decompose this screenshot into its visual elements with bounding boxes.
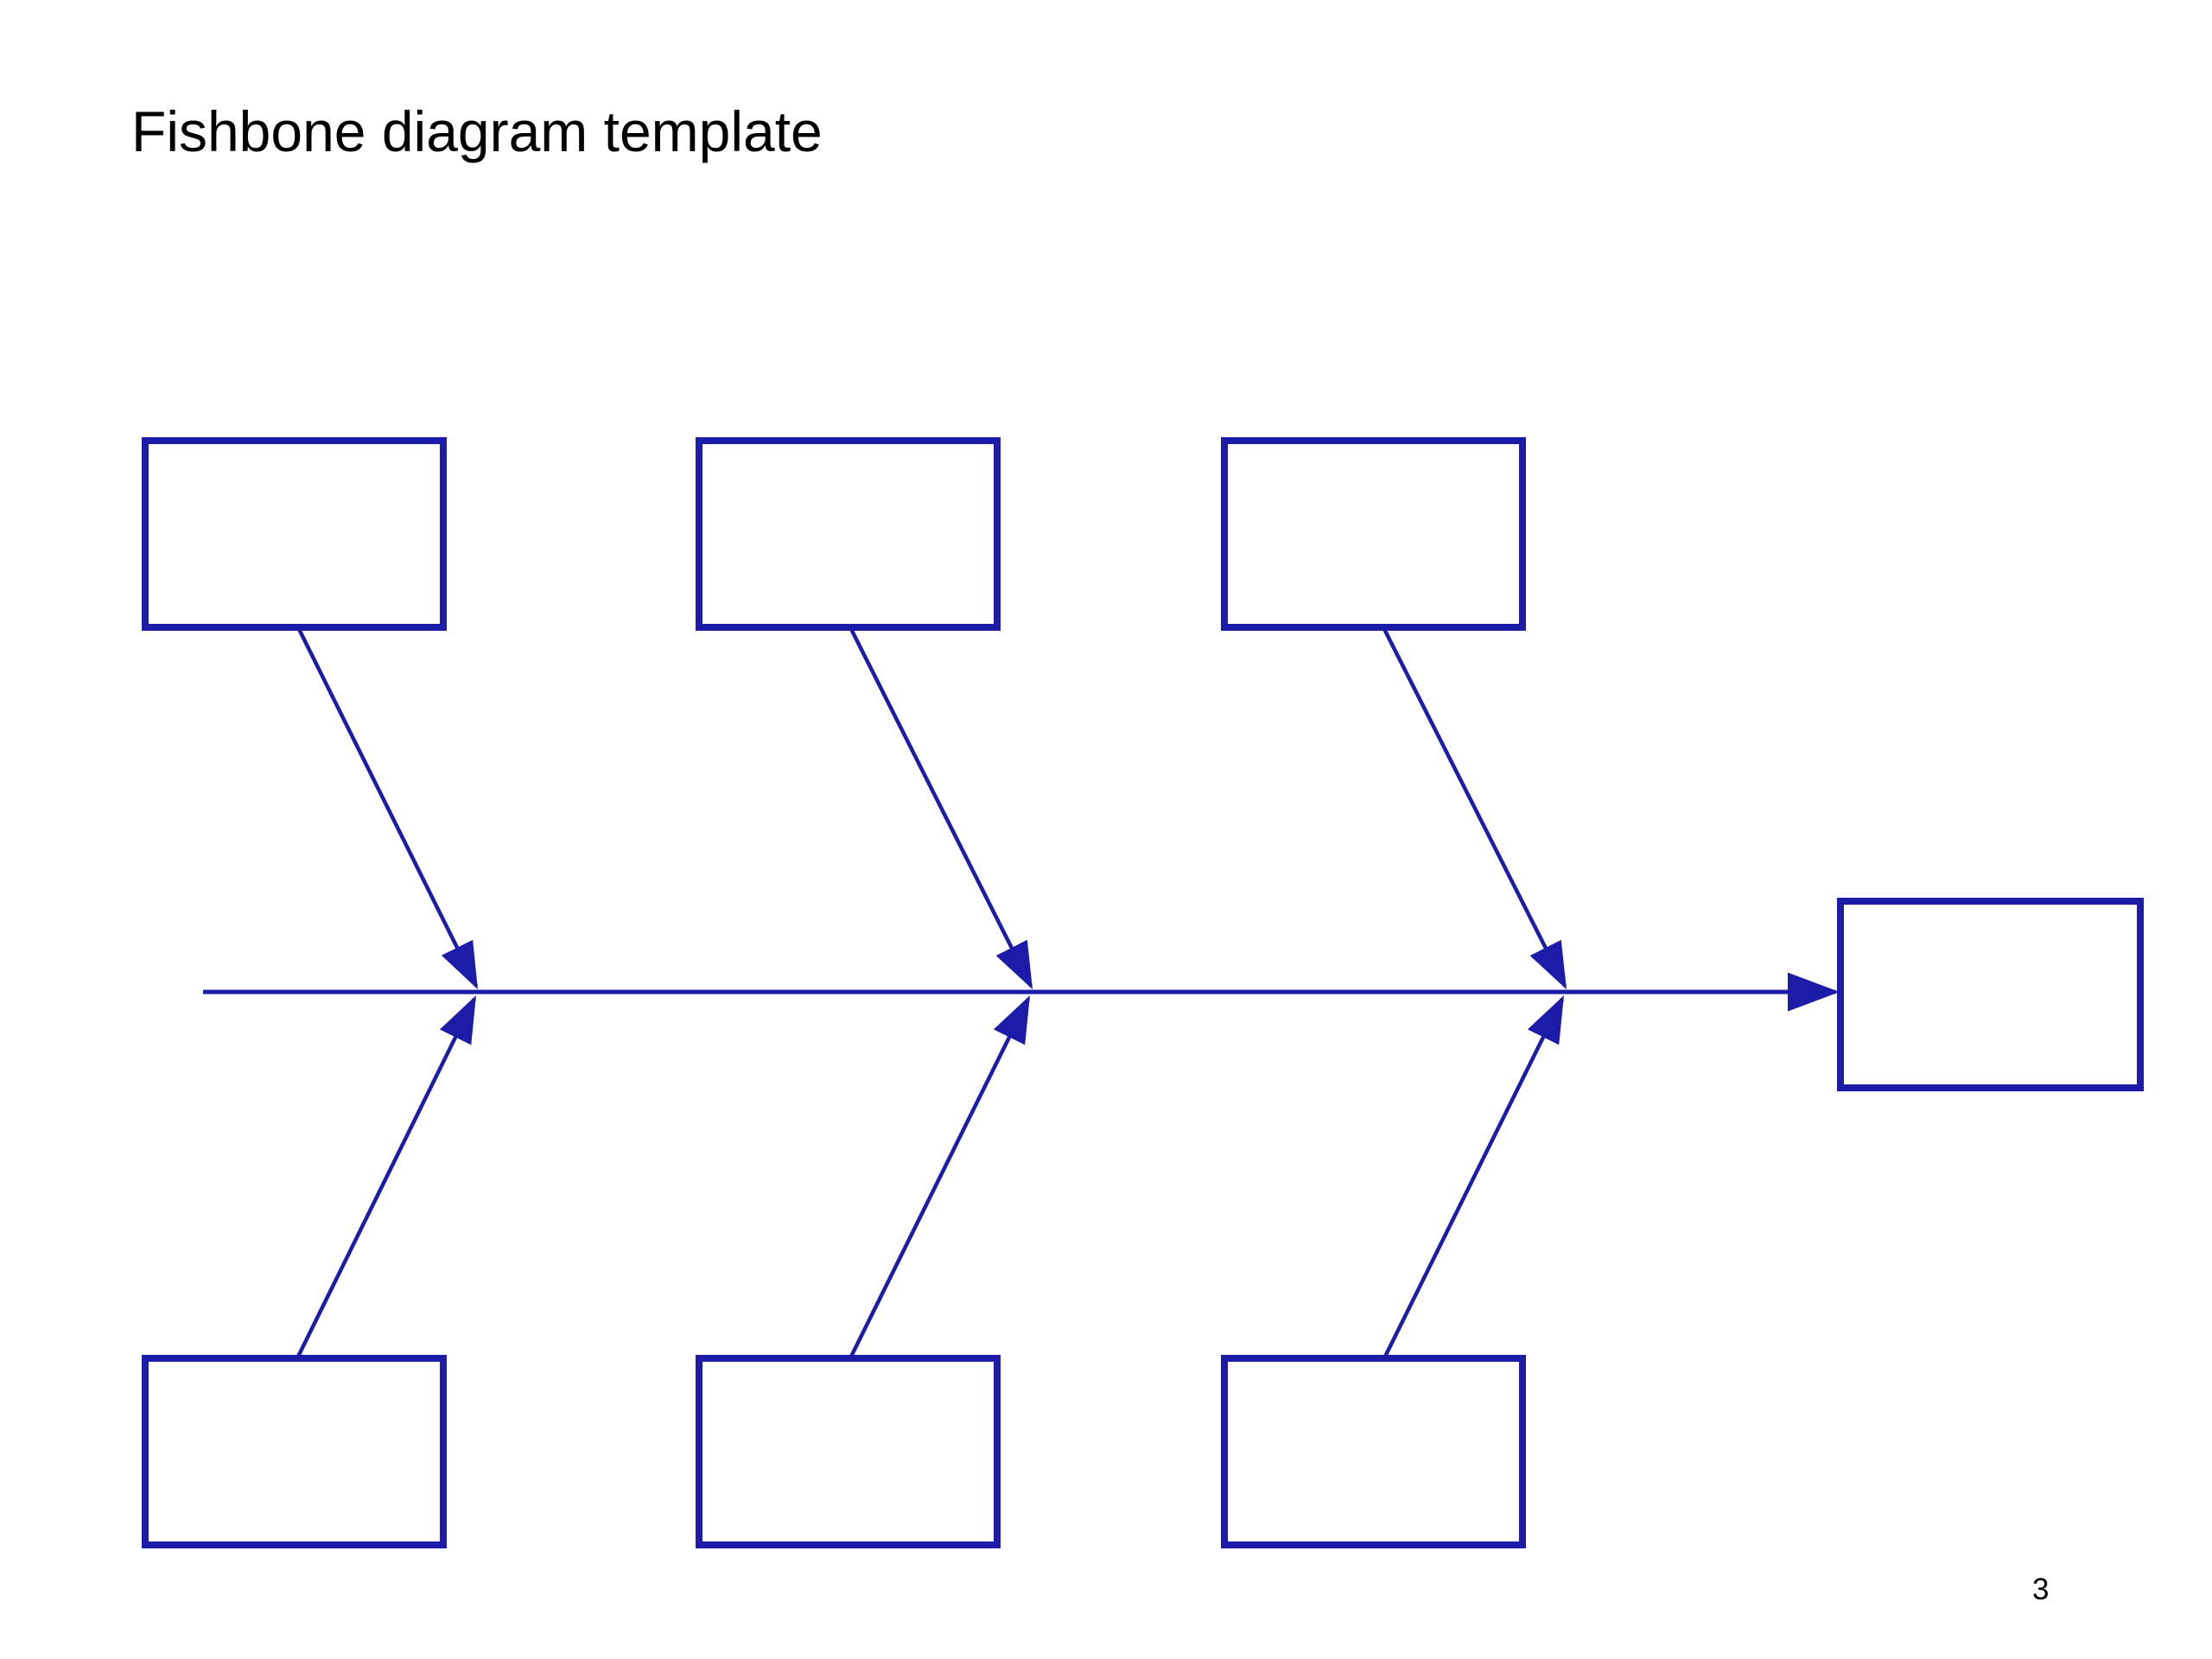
- cause-box-top-2[interactable]: [696, 437, 1001, 631]
- bone-bottom-1: [295, 995, 477, 1359]
- cause-box-top-1[interactable]: [142, 437, 447, 631]
- bone-bottom-3: [1382, 995, 1565, 1359]
- page-number: 3: [2032, 1573, 2050, 1606]
- page-title: Fishbone diagram template: [131, 99, 823, 163]
- bone-top-2: [848, 626, 1033, 990]
- cause-box-top-3[interactable]: [1221, 437, 1526, 631]
- cause-box-bottom-3[interactable]: [1221, 1355, 1526, 1548]
- cause-box-bottom-2[interactable]: [696, 1355, 1001, 1548]
- cause-box-bottom-1[interactable]: [142, 1355, 447, 1548]
- effect-box[interactable]: [1837, 898, 2144, 1091]
- bone-top-1: [296, 626, 479, 990]
- bone-bottom-2: [848, 995, 1031, 1359]
- bone-top-3: [1381, 626, 1567, 990]
